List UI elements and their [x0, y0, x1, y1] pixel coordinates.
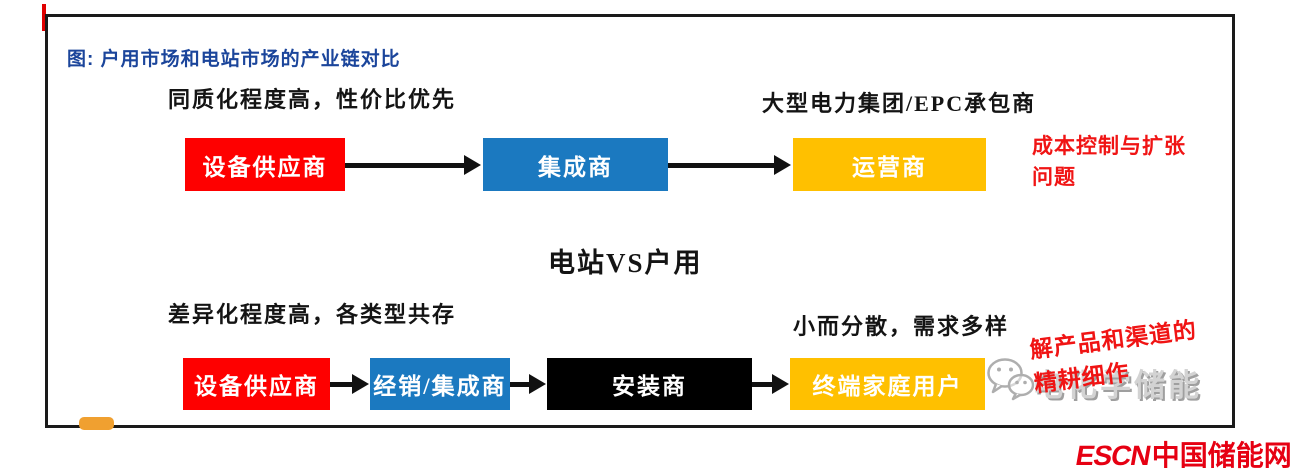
arrow-right-icon — [345, 155, 481, 175]
top-box-operator: 运营商 — [793, 138, 986, 191]
bottom-box-installer: 安装商 — [547, 358, 752, 410]
top-chain-annotation: 成本控制与扩张 问题 — [1032, 131, 1247, 193]
arrow-head — [352, 374, 369, 394]
top-box-equipment-supplier: 设备供应商 — [185, 138, 345, 191]
arrow-right-icon — [510, 374, 546, 394]
orange-accent-shape — [79, 417, 114, 430]
top-chain-right-label: 大型电力集团/EPC承包商 — [762, 91, 1037, 116]
arrow-shaft — [510, 381, 529, 387]
arrow-head — [772, 374, 789, 394]
escn-logo-latin: ESCN — [1073, 440, 1153, 471]
arrow-shaft — [330, 381, 352, 387]
bottom-chain-left-label: 差异化程度高，各类型共存 — [168, 302, 457, 327]
top-box-integrator: 集成商 — [483, 138, 668, 191]
bottom-box-end-household-user: 终端家庭用户 — [790, 358, 985, 410]
arrow-shaft — [345, 162, 464, 168]
arrow-right-icon — [330, 374, 369, 394]
arrow-head — [529, 374, 546, 394]
figure-frame — [45, 14, 1235, 428]
arrow-head — [774, 155, 791, 175]
vs-label: 电站VS户用 — [548, 248, 703, 278]
escn-logo-site: 中国储能网 — [1151, 440, 1292, 471]
top-annotation-line2: 问题 — [1032, 165, 1076, 189]
top-chain-left-label: 同质化程度高，性价比优先 — [168, 87, 457, 112]
arrow-right-icon — [752, 374, 789, 394]
escn-logo: ESCN中国储能网 — [1073, 434, 1292, 474]
red-accent-line — [42, 4, 46, 31]
bottom-box-equipment-supplier: 设备供应商 — [183, 358, 330, 410]
top-annotation-line1: 成本控制与扩张 — [1032, 134, 1186, 158]
arrow-shaft — [752, 381, 772, 387]
arrow-head — [464, 155, 481, 175]
bottom-box-distributor-integrator: 经销/集成商 — [370, 358, 510, 410]
arrow-right-icon — [668, 155, 791, 175]
watermark-text: 电化学储能 — [1032, 368, 1202, 403]
arrow-shaft — [668, 162, 774, 168]
wechat-icon — [986, 356, 1036, 407]
figure-title: 图: 户用市场和电站市场的产业链对比 — [67, 49, 401, 70]
bottom-chain-right-label: 小而分散，需求多样 — [793, 314, 1010, 339]
